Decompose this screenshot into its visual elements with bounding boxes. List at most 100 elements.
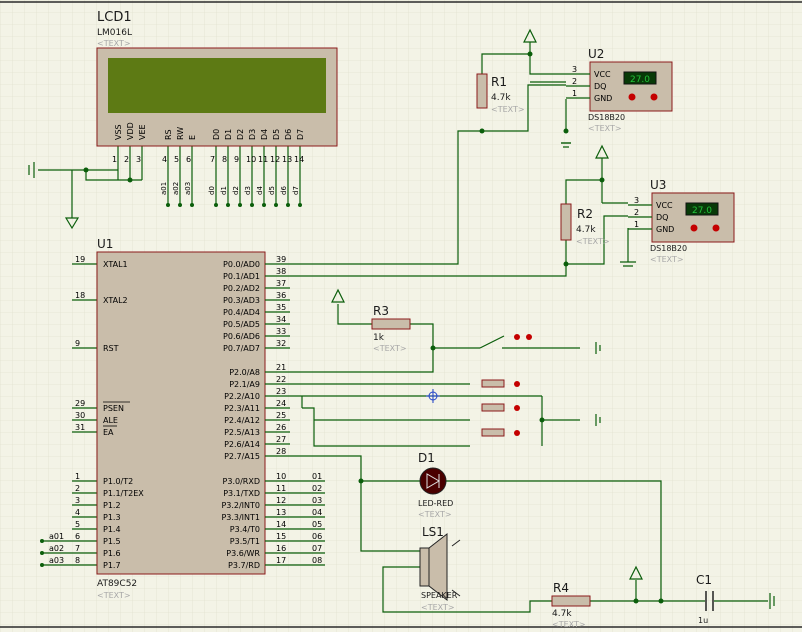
mcu-pin-number: 38 (276, 267, 286, 276)
lcd-bus-label: d3 (244, 186, 252, 195)
net-label: 08 (312, 556, 322, 565)
mcu-pin-name: P1.6 (103, 549, 121, 558)
lcd-pin-name: D5 (272, 129, 281, 140)
mcu-pin-name: P3.2/INT0 (221, 501, 260, 510)
capacitor-c1: C1 1u (696, 573, 714, 625)
lcd-bus-label: d6 (280, 186, 288, 195)
lcd-pin-name: D2 (236, 129, 245, 140)
mcu-pin-name: P3.0/RXD (223, 477, 260, 486)
mcu-pin-name: P3.4/T0 (230, 525, 260, 534)
mcu-pin-number: 7 (75, 544, 80, 553)
resistor-r3: R3 1k <TEXT> (371, 304, 411, 353)
lcd-pin-number: 6 (186, 155, 191, 164)
ground-icon (595, 414, 601, 426)
net-label: 01 (312, 472, 322, 481)
junction-dots (40, 51, 664, 604)
sensor-pin-name: VCC (594, 70, 611, 79)
sensor-model: DS18B20 (588, 113, 625, 122)
mcu-u1: U1 AT89C52 <TEXT> XTAL119XTAL218RST9PSEN… (49, 237, 322, 600)
sensor-pin-number: 2 (634, 208, 639, 217)
mcu-pin-number: 16 (276, 544, 286, 553)
mcu-ref: U1 (97, 237, 113, 251)
mcu-pin-number: 22 (276, 375, 286, 384)
mcu-pin-number: 13 (276, 508, 286, 517)
sensor-pin-name: DQ (594, 82, 606, 91)
mcu-pin-number: 30 (75, 411, 85, 420)
resistor-r1: R1 4.7k <TEXT> (476, 73, 525, 114)
power-arrow-icon (331, 288, 345, 303)
lcd-pin-name: D0 (212, 129, 221, 140)
lcd-model: LM016L (97, 28, 132, 38)
mcu-pin-name: P2.5/A13 (224, 428, 260, 437)
mcu-pin-name: P0.3/AD3 (223, 296, 260, 305)
speaker-ls1: LS1 SPEAKER <TEXT> (419, 525, 461, 612)
r1-text-tag: <TEXT> (491, 105, 525, 114)
net-label: a01 (49, 532, 64, 541)
lcd-pin-number: 4 (162, 155, 167, 164)
sensor-pin-number: 3 (634, 196, 639, 205)
mcu-pin-number: 24 (276, 399, 286, 408)
mcu-pin-number: 9 (75, 339, 80, 348)
power-arrow-icon (595, 144, 609, 180)
r1-value: 4.7k (491, 93, 511, 103)
sensor-ref: U2 (588, 47, 604, 61)
lcd-pin-number: 13 (282, 155, 292, 164)
mcu-pin-name: PSEN (103, 404, 124, 413)
lcd-pin-name: E (188, 135, 197, 140)
cap-ref: C1 (696, 573, 712, 587)
sensor-button-icon (690, 224, 698, 232)
lcd-pin-name: VDD (126, 122, 135, 140)
led-ref: D1 (418, 451, 435, 465)
lcd-bus-label: d1 (220, 186, 228, 195)
mcu-pin-number: 2 (75, 484, 80, 493)
r1-ref: R1 (491, 75, 507, 89)
lcd-pin-number: 1 (112, 155, 117, 164)
mcu-pin-number: 12 (276, 496, 286, 505)
sensor-ref: U3 (650, 178, 666, 192)
led-model: LED-RED (418, 499, 453, 508)
net-label: 02 (312, 484, 322, 493)
mcu-text-tag: <TEXT> (97, 591, 131, 600)
lcd-pin-name: D4 (260, 129, 269, 140)
lcd-pin-number: 10 (246, 155, 256, 164)
sensor-display (623, 71, 657, 85)
ground-icon (561, 142, 571, 148)
mcu-pin-name: P1.2 (103, 501, 121, 510)
mcu-pin-name: P1.1/T2EX (103, 489, 144, 498)
power-arrow-icon (523, 28, 537, 54)
lcd-bus-label: d7 (292, 186, 300, 195)
mcu-pin-name: EA (103, 428, 114, 437)
mcu-pin-number: 5 (75, 520, 80, 529)
lcd-bus-label: d5 (268, 186, 276, 195)
lcd-pin-number: 8 (222, 155, 227, 164)
r3-ref: R3 (373, 304, 389, 318)
mcu-pin-name: P2.1/A9 (229, 380, 260, 389)
mcu-pin-number: 39 (276, 255, 286, 264)
ground-icon (769, 593, 775, 609)
mcu-pin-number: 27 (276, 435, 286, 444)
power-terminals (28, 28, 775, 609)
lcd-bus-label: d4 (256, 186, 264, 195)
ground-icon (620, 261, 636, 267)
sensor-pin-name: GND (656, 225, 674, 234)
ground-icon (64, 217, 80, 230)
mcu-pin-name: ALE (103, 416, 118, 425)
lcd-pin-number: 7 (210, 155, 215, 164)
mcu-pin-name: P2.6/A14 (224, 440, 260, 449)
lcd-pin-name: VEE (138, 124, 147, 140)
r2-value: 4.7k (576, 225, 596, 235)
lcd-pin-name: VSS (114, 124, 123, 140)
sensor-pin-number: 2 (572, 77, 577, 86)
sensor-pin-name: DQ (656, 213, 668, 222)
lcd-pin-number: 5 (174, 155, 179, 164)
lcd-pin-name: D3 (248, 129, 257, 140)
cap-value: 1u (698, 616, 708, 625)
net-label: a03 (49, 556, 64, 565)
mcu-pin-name: P3.6/WR (226, 549, 260, 558)
mcu-pin-number: 1 (75, 472, 80, 481)
